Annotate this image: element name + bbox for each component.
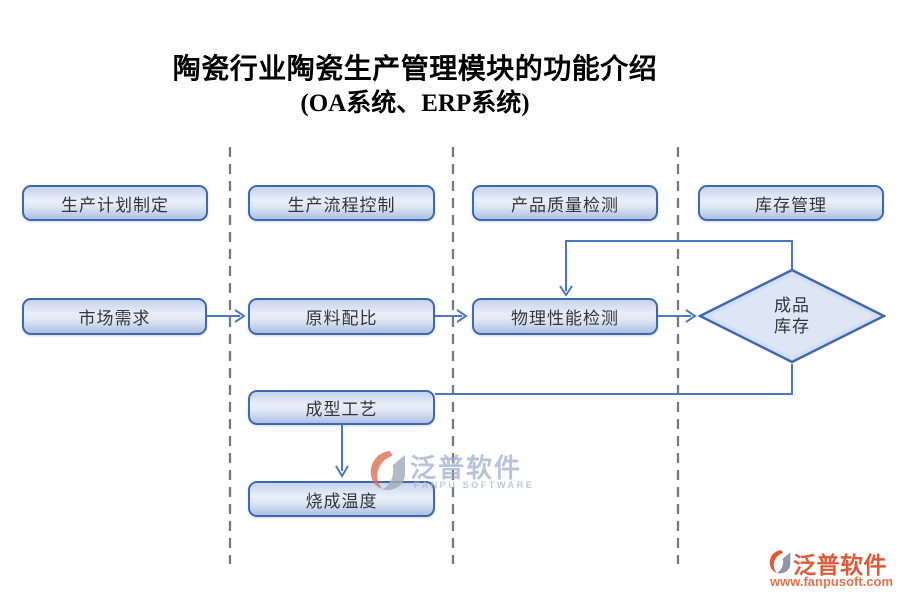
connector-test-to-inventory — [658, 309, 697, 323]
watermark-corner-url: www.fanpusoft.com — [770, 574, 894, 589]
connector-forming-to-firing — [335, 425, 349, 478]
fanpu-logo-icon — [769, 550, 791, 574]
node-firing-temperature: 烧成温度 — [248, 481, 435, 517]
page-title-line-2: (OA系统、ERP系统) — [300, 90, 530, 118]
lane-header-quality-inspection: 产品质量检测 — [472, 185, 658, 221]
connector-market-to-ratio — [207, 309, 246, 323]
connector-ratio-to-test — [435, 309, 468, 323]
page-title: 陶瓷行业陶瓷生产管理模块的功能介绍 (OA系统、ERP系统) — [0, 52, 830, 121]
connector-inventory-feedback — [559, 240, 793, 297]
lane-header-process-control: 生产流程控制 — [248, 185, 435, 221]
diamond-inner-sheen — [710, 275, 874, 357]
watermark-center-brand: 泛普软件 — [410, 454, 523, 483]
node-raw-material-ratio: 原料配比 — [248, 298, 435, 335]
lane-header-production-planning: 生产计划制定 — [22, 185, 208, 221]
node-finished-goods-inventory: 成品 库存 — [774, 296, 810, 336]
node-market-demand: 市场需求 — [22, 298, 207, 335]
node-forming-process: 成型工艺 — [248, 390, 435, 425]
page-title-line-1: 陶瓷行业陶瓷生产管理模块的功能介绍 — [172, 54, 658, 85]
watermark-center-subtitle: FANPU SOFTWARE — [414, 480, 535, 490]
watermark-corner: 泛普软件 www.fanpusoft.com — [768, 546, 898, 594]
fanpu-logo-icon — [370, 451, 406, 490]
node-physical-property-test: 物理性能检测 — [472, 298, 658, 335]
watermark-center: 泛普软件 FANPU SOFTWARE — [368, 446, 588, 496]
watermark-corner-brand: 泛普软件 — [793, 553, 887, 578]
connector-forming-to-inventory — [435, 364, 793, 395]
lane-header-inventory-management: 库存管理 — [698, 185, 884, 221]
